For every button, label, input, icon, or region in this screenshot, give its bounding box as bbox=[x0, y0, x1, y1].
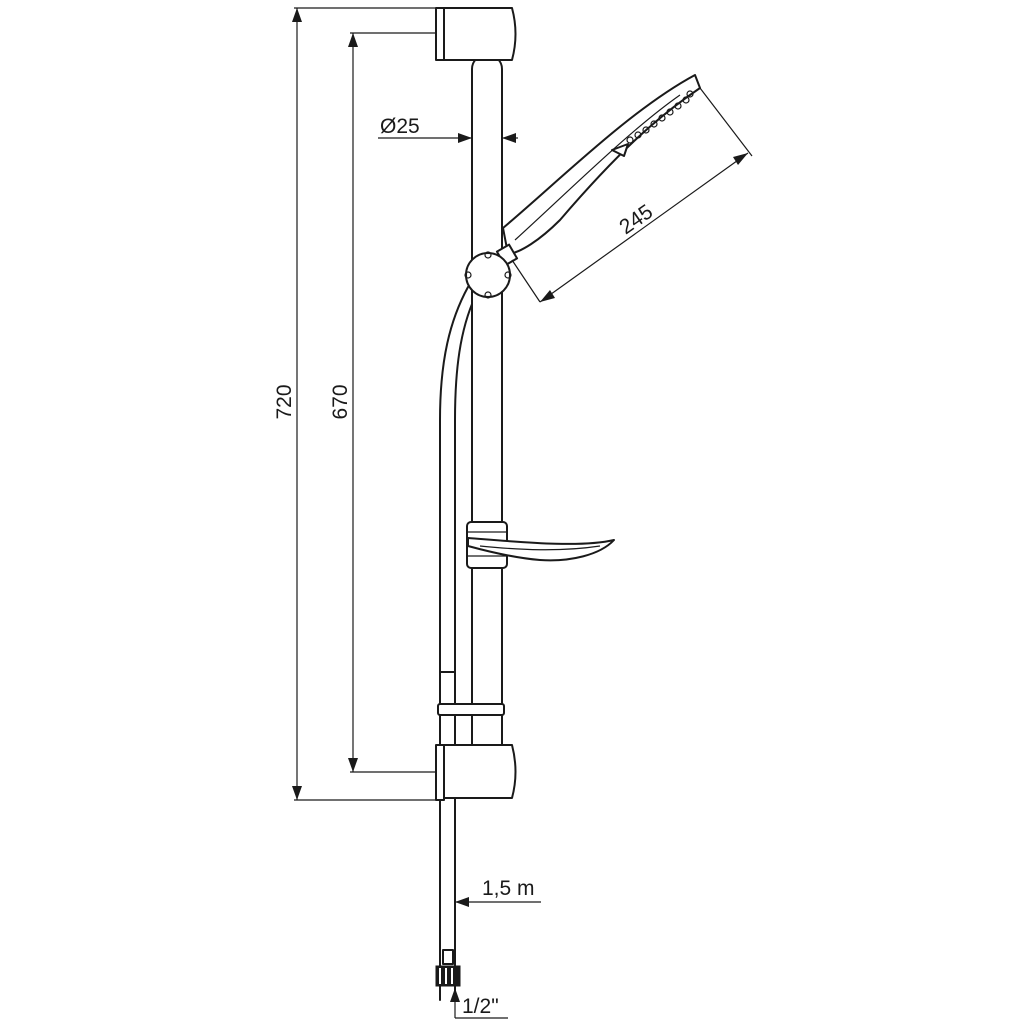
dimension-label-245: 245 bbox=[615, 200, 657, 239]
dimension-label-thread: 1/2" bbox=[462, 995, 499, 1018]
dimension-hose-length: 1,5 m bbox=[455, 877, 541, 907]
dimension-diameter: Ø25 bbox=[378, 115, 518, 143]
shower-nozzles bbox=[626, 90, 694, 144]
top-wall-bracket bbox=[435, 7, 517, 61]
soap-dish bbox=[466, 521, 615, 569]
dimension-720: 720 bbox=[273, 7, 436, 801]
slider-holder bbox=[464, 243, 519, 299]
dimension-label-670: 670 bbox=[329, 384, 352, 419]
dimension-label-diameter: Ø25 bbox=[380, 115, 420, 138]
dimension-label-720: 720 bbox=[273, 384, 296, 419]
hand-shower bbox=[502, 74, 701, 255]
hose-connector-nut bbox=[435, 949, 461, 987]
hose-guide-ring bbox=[437, 703, 505, 716]
dimension-label-hose-length: 1,5 m bbox=[482, 877, 535, 900]
shower-hose bbox=[439, 286, 476, 1001]
rail-tube bbox=[471, 54, 503, 761]
dimension-670: 670 bbox=[329, 32, 436, 773]
dimension-thread: 1/2" bbox=[450, 988, 508, 1019]
bottom-wall-bracket bbox=[435, 744, 517, 801]
